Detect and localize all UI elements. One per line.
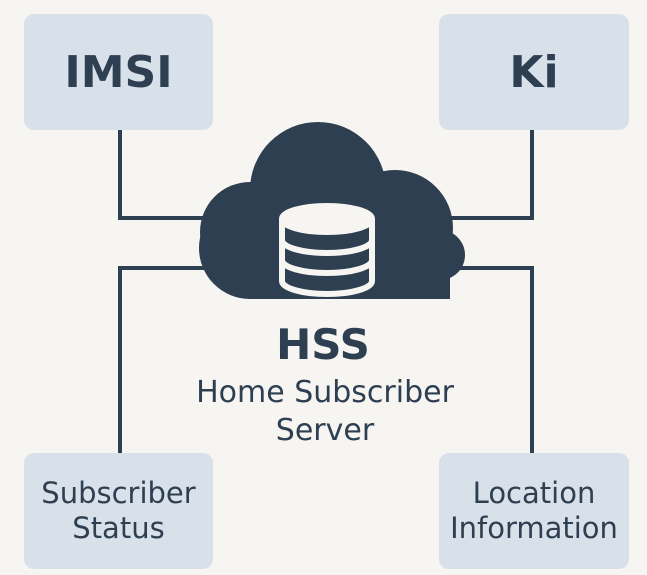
subscriber-status-box: Subscriber Status xyxy=(24,453,213,569)
subscriber-status-label-line1: Subscriber xyxy=(41,476,196,510)
connector-subscriber-status xyxy=(118,266,210,453)
imsi-label: IMSI xyxy=(64,46,173,98)
subscriber-status-label-line2: Status xyxy=(72,511,165,545)
database-icon xyxy=(279,203,375,297)
hss-subtitle-line2: Server xyxy=(275,413,375,448)
location-information-box: Location Information xyxy=(439,453,629,569)
ki-box: Ki xyxy=(439,14,629,130)
connector-ki xyxy=(430,130,534,220)
ki-label: Ki xyxy=(509,46,559,98)
connector-location-information xyxy=(455,266,534,453)
location-information-label-line2: Information xyxy=(450,511,618,545)
connector-imsi xyxy=(118,130,225,220)
imsi-box: IMSI xyxy=(24,14,213,130)
hss-title: HSS xyxy=(276,320,370,369)
hss-subtitle-line1: Home Subscriber xyxy=(196,375,454,410)
hss-subtitle: Home Subscriber Server xyxy=(150,374,500,450)
location-information-label-line1: Location xyxy=(472,476,596,510)
